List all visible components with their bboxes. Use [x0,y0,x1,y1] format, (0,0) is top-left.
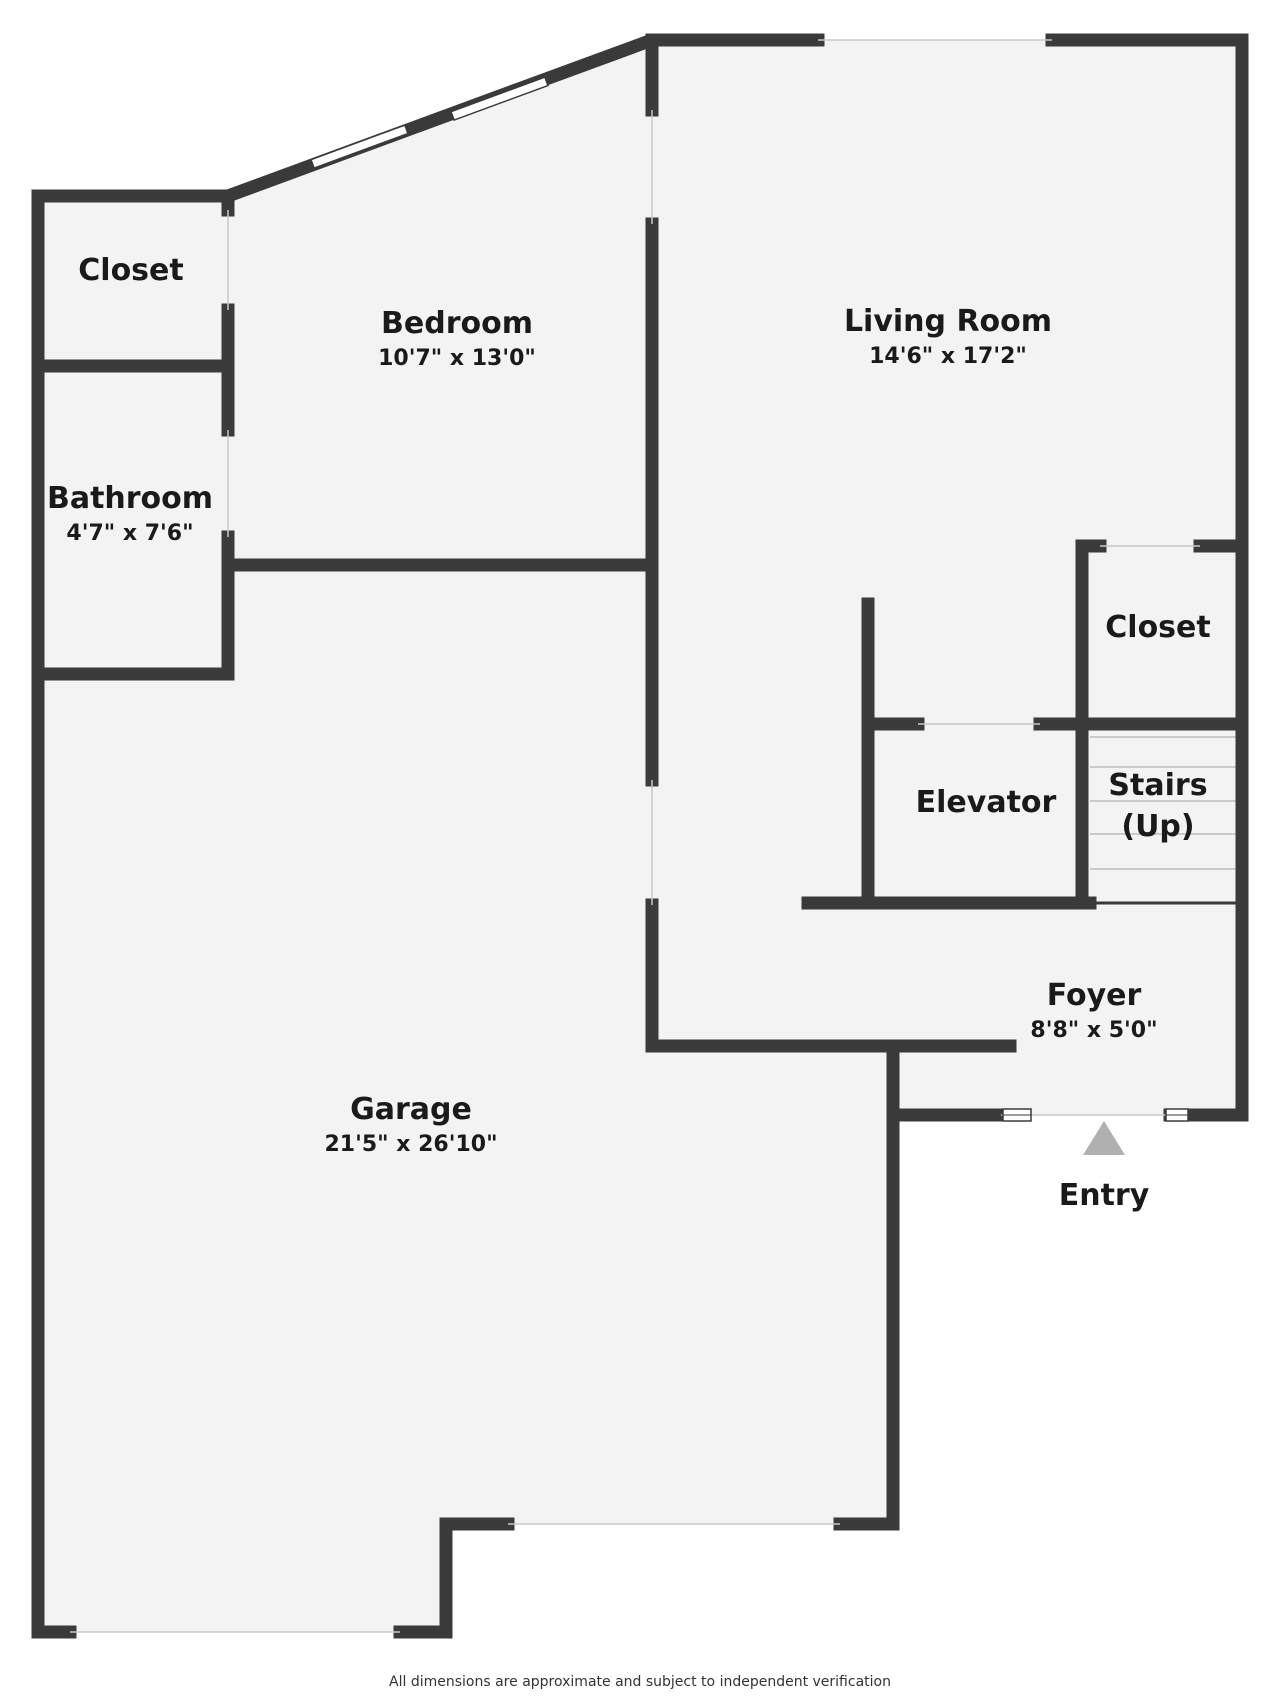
bathroom-label: Bathroom [47,481,213,516]
disclaimer: All dimensions are approximate and subje… [389,1674,891,1690]
living-room-label: Living Room [844,304,1052,339]
wall-garage-south-inset [393,1517,515,1639]
stairs-direction: (Up) [1121,809,1194,844]
wall-east [1163,33,1249,1122]
elevator-label: Elevator [916,785,1057,820]
garage-label: Garage [350,1092,472,1127]
entry-label: Entry [1059,1178,1150,1213]
floor-fills [38,40,1242,1632]
stairs-label: Stairs [1108,768,1207,803]
walls [31,33,1249,1639]
floor-living-foyer [652,40,1242,1115]
entry-arrow-icon [1083,1121,1125,1155]
garage-dimensions: 21'5" x 26'10" [324,1132,497,1157]
foyer-dimensions: 8'8" x 5'0" [1030,1018,1157,1043]
bathroom-dimensions: 4'7" x 7'6" [66,521,193,546]
closet-left-label: Closet [78,253,183,288]
floor-bedroom [228,40,652,565]
floor-closet-left [38,196,228,366]
room-labels: Closet Bedroom 10'7" x 13'0" Living Room… [47,253,1211,1157]
closet-right-label: Closet [1105,610,1210,645]
floor-garage [38,565,893,1632]
living-room-dimensions: 14'6" x 17'2" [869,344,1027,369]
stairs-treads [1090,736,1236,905]
entry-door-panels [1002,1108,1189,1122]
openings [70,39,1200,1633]
bedroom-dimensions: 10'7" x 13'0" [378,346,536,371]
foyer-label: Foyer [1047,978,1142,1013]
bedroom-windows [310,76,549,170]
wall-garage-east [833,1039,900,1531]
bedroom-label: Bedroom [381,306,533,341]
